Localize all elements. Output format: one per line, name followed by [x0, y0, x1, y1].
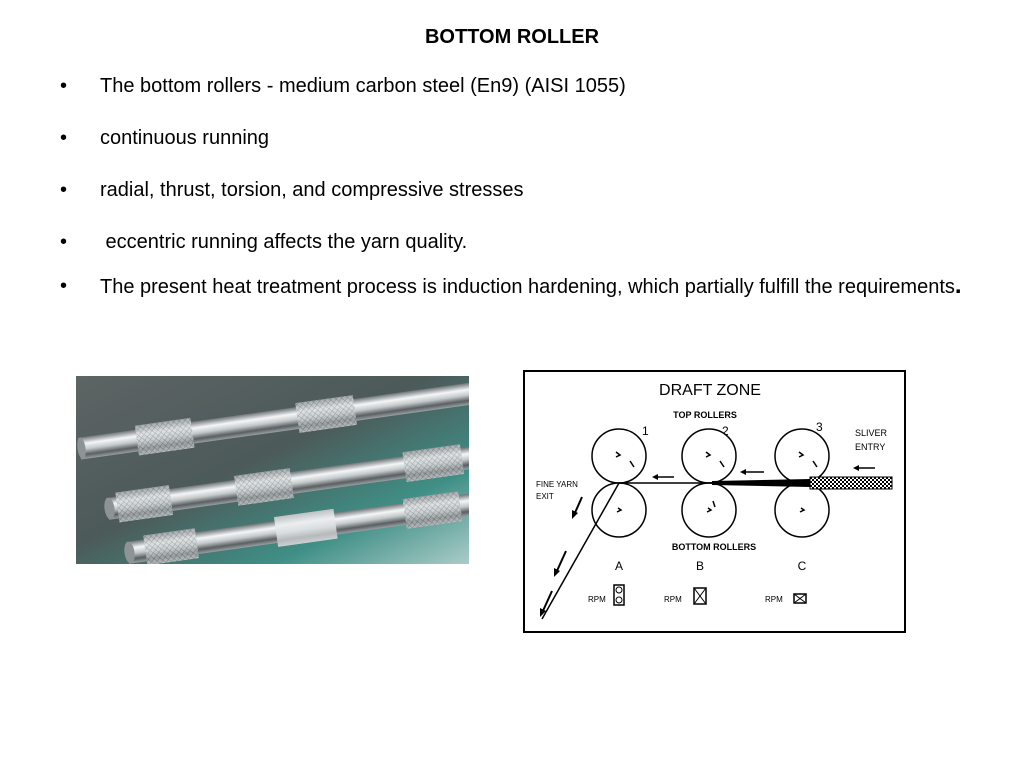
roller-number: 2	[722, 424, 729, 438]
flow-arrow-icon	[652, 474, 674, 480]
rpm-gauge-icon	[613, 584, 625, 606]
bullet-text: The present heat treatment process is in…	[100, 276, 955, 298]
bullet-item: • The bottom rollers - medium carbon ste…	[60, 66, 962, 118]
top-roller-3	[774, 428, 830, 484]
roller-number: 3	[816, 420, 823, 434]
fiber-strand	[712, 479, 810, 487]
bullet-list: • The bottom rollers - medium carbon ste…	[60, 66, 962, 307]
bullet-dot: •	[60, 179, 68, 201]
bullet-dot: •	[60, 275, 68, 297]
roller-letter: A	[615, 559, 623, 573]
flow-arrow-icon	[540, 590, 553, 617]
bullet-text: The bottom rollers - medium carbon steel…	[100, 75, 626, 97]
yarn-exit-line	[541, 482, 620, 620]
roller-letter: C	[798, 559, 807, 573]
flow-arrow-icon	[572, 496, 583, 519]
slide-title: BOTTOM ROLLER	[424, 26, 600, 48]
bullet-period: .	[954, 272, 962, 299]
diagram-title: DRAFT ZONE	[659, 382, 761, 399]
bottom-roller-c	[774, 482, 830, 538]
bullet-text: eccentric running affects the yarn quali…	[100, 231, 468, 253]
fine-yarn-label: FINE YARN	[536, 480, 578, 489]
fine-yarn-label: EXIT	[536, 492, 554, 501]
bullet-item: • radial, thrust, torsion, and compressi…	[60, 170, 962, 222]
bullet-dot: •	[60, 75, 68, 97]
bullet-item: • continuous running	[60, 118, 962, 170]
sliver-strand	[809, 476, 893, 490]
bullet-text: radial, thrust, torsion, and compressive…	[100, 179, 524, 201]
rpm-label: RPM	[664, 595, 682, 604]
bottom-rollers-label: BOTTOM ROLLERS	[672, 542, 756, 552]
sliver-entry-label: ENTRY	[855, 442, 885, 452]
rpm-label: RPM	[765, 595, 783, 604]
sliver-entry-label: SLIVER	[855, 428, 888, 438]
bullet-item: • eccentric running affects the yarn qua…	[60, 222, 962, 266]
top-rollers-label: TOP ROLLERS	[673, 410, 737, 420]
bullet-dot: •	[60, 127, 68, 149]
bullet-item: • The present heat treatment process is …	[60, 266, 962, 307]
bottom-roller-a	[591, 482, 647, 538]
flow-arrow-icon	[740, 469, 764, 475]
bullet-text: continuous running	[100, 127, 270, 149]
draft-zone-diagram: DRAFT ZONE TOP ROLLERS 1 2 3 SLIVER ENTR…	[522, 369, 907, 634]
rpm-label: RPM	[588, 595, 606, 604]
roller-letter: B	[696, 559, 704, 573]
top-roller-2	[681, 428, 737, 484]
flow-arrow-icon	[554, 550, 567, 577]
bullet-dot: •	[60, 231, 68, 253]
rpm-gauge-icon	[693, 587, 707, 605]
rpm-gauge-icon	[793, 593, 807, 604]
top-roller-1	[591, 428, 647, 484]
roller-number: 1	[642, 424, 649, 438]
bottom-roller-b	[681, 482, 737, 538]
draft-zone-svg: DRAFT ZONE TOP ROLLERS 1 2 3 SLIVER ENTR…	[523, 370, 906, 633]
rollers-photo	[76, 376, 469, 564]
rollers-photo-image	[76, 376, 469, 564]
flow-arrow-icon	[853, 465, 875, 471]
